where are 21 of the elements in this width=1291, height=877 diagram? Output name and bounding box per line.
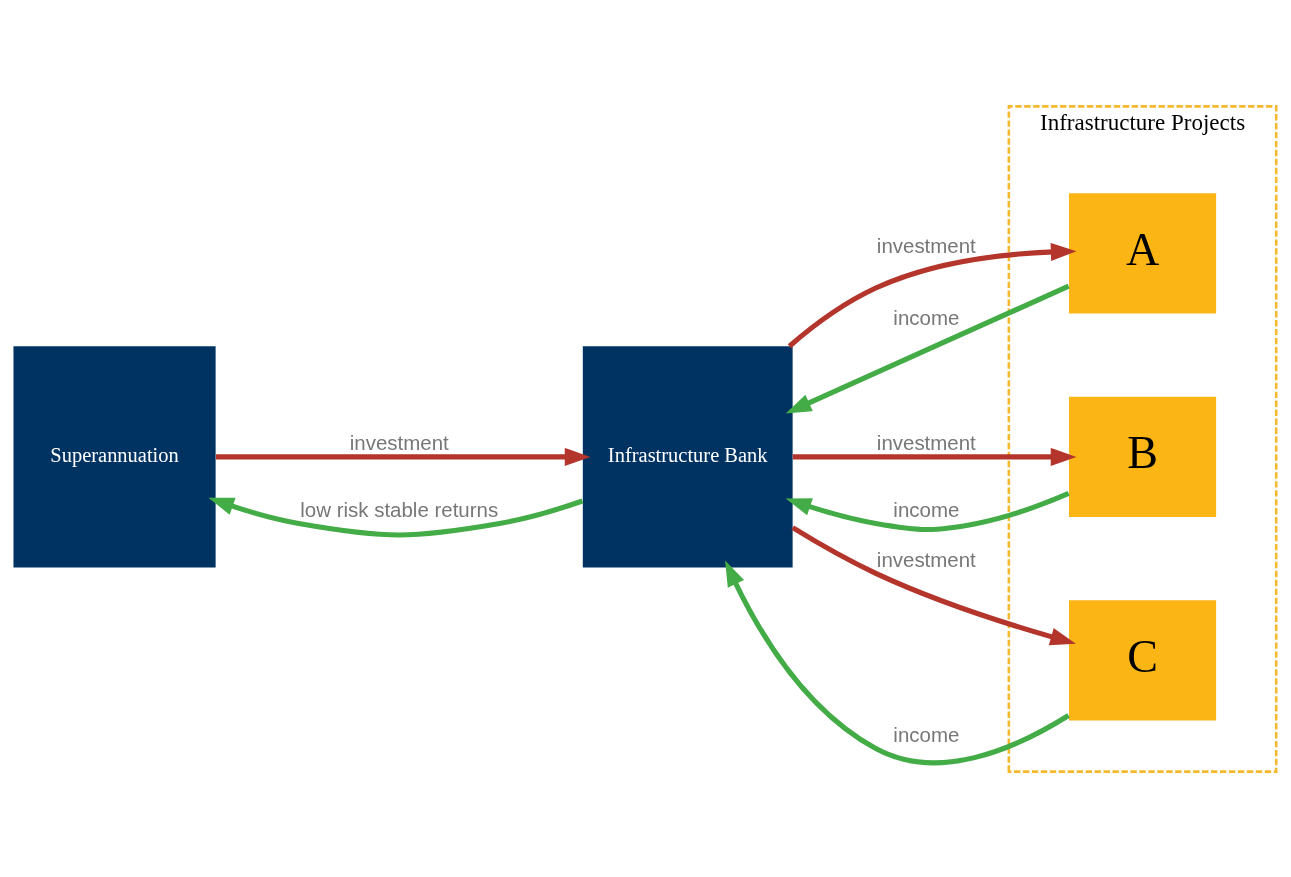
edge-label: income [893, 305, 960, 329]
edge-label: investment [349, 430, 449, 454]
arrow [215, 447, 591, 466]
node-box: Infrastructure Bank [582, 345, 793, 568]
node-box: B [1069, 396, 1217, 517]
node-box: C [1069, 599, 1217, 720]
arrow [725, 560, 1070, 765]
edge-label: investment [876, 547, 976, 571]
arrow [792, 447, 1077, 466]
node-box: A [1069, 192, 1217, 314]
edge-label: investment [876, 233, 976, 257]
arrow [785, 490, 1070, 532]
edge-label: low risk stable returns [300, 497, 499, 521]
arrow [787, 242, 1077, 348]
node-box: Superannuation [13, 345, 216, 568]
arrow [785, 283, 1070, 413]
edge-label: investment [876, 430, 976, 454]
edge-label: income [893, 497, 960, 521]
arrow [791, 525, 1076, 645]
arrow [208, 497, 584, 537]
edge-label: income [893, 722, 960, 746]
